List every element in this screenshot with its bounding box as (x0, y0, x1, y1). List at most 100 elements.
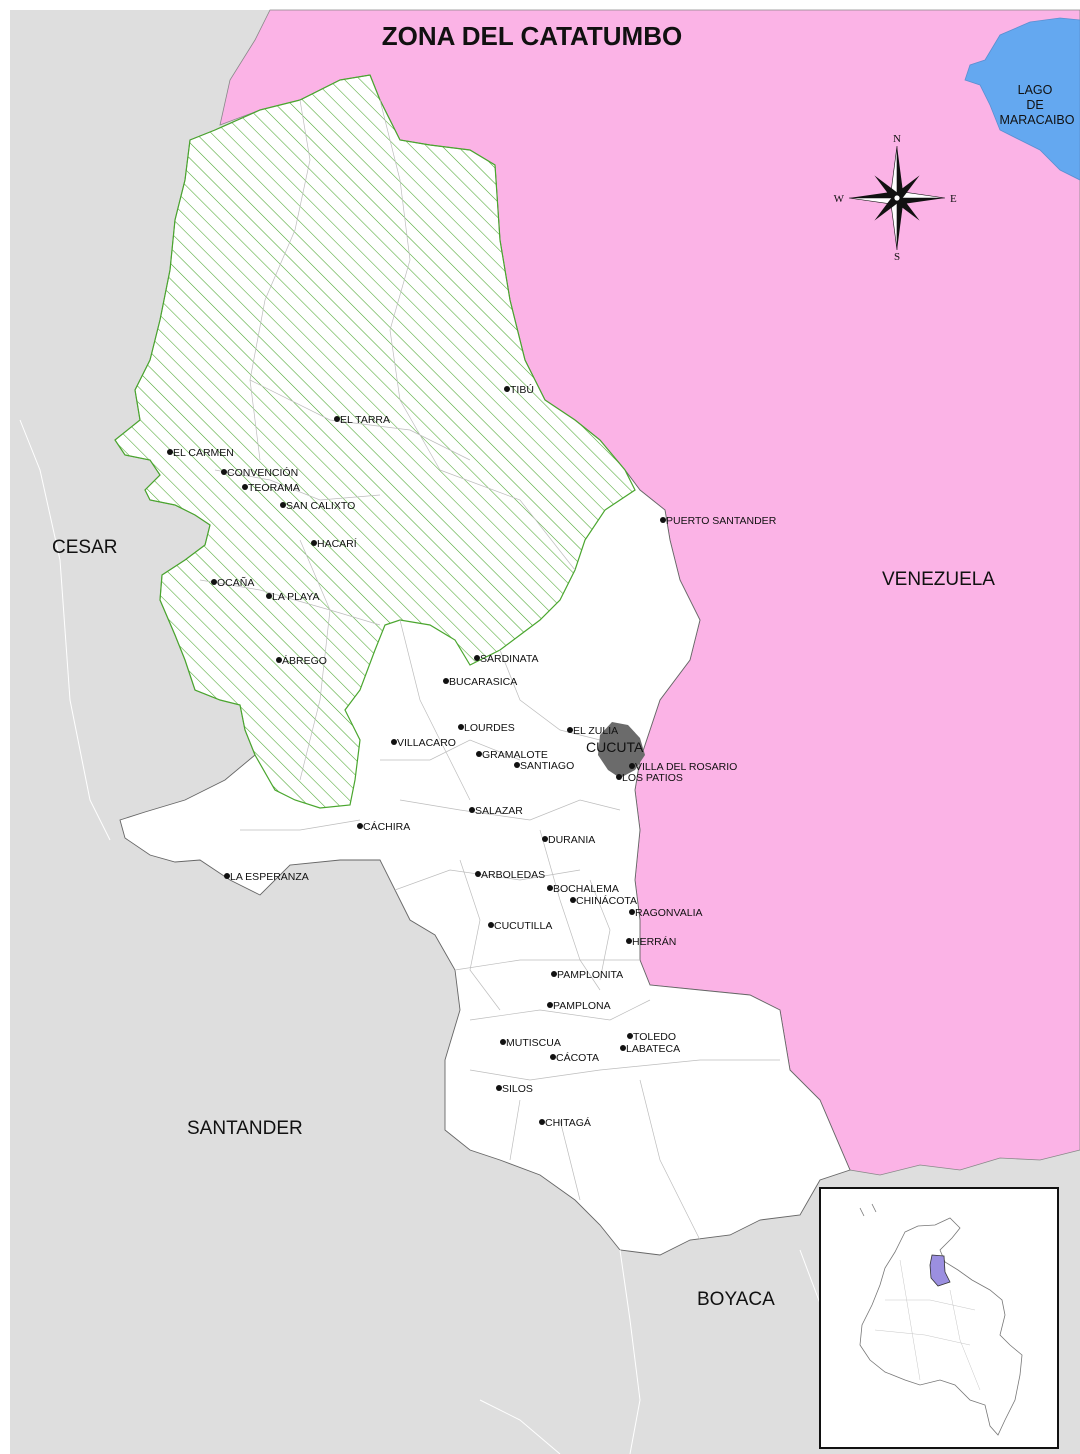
town-label-pamplonita: PAMPLONITA (557, 969, 623, 981)
map-title: ZONA DEL CATATUMBO (382, 21, 682, 51)
inset-internal-lines (874, 1259, 981, 1391)
town-label-mutiscua: MUTISCUA (506, 1037, 561, 1049)
town-dot-villacaro (391, 739, 397, 745)
municipal-boundaries (199, 99, 780, 1241)
town-dot-salazar (469, 807, 475, 813)
town-dot-tibu (504, 386, 510, 392)
town-dot-pamplona (547, 1002, 553, 1008)
lake-label-line1: LAGO (1018, 83, 1053, 97)
town-label-bucarasica: BUCARASICA (449, 676, 517, 688)
town-dot-arboledas (475, 871, 481, 877)
town-label-cacota: CÁCOTA (556, 1051, 599, 1064)
town-markers: TIBÚ EL TARRA EL CARMEN CONVENCIÓN TEORAMA SA… (167, 383, 777, 1129)
town-dot-convencion (221, 469, 227, 475)
town-label-chinacota: CHINÁCOTA (576, 894, 637, 907)
town-label-cucutilla: CUCUTILLA (494, 920, 552, 932)
region-label-venezuela: VENEZUELA (882, 569, 995, 590)
town-dot-cachira (357, 823, 363, 829)
town-label-convencion: CONVENCIÓN (227, 466, 298, 479)
lake-label-line2: DE (1026, 98, 1043, 112)
lake-label-line3: MARACAIBO (999, 113, 1074, 127)
town-label-villacaro: VILLACARO (397, 737, 456, 749)
town-label-labateca: LABATECA (626, 1043, 680, 1055)
town-dot-lourdes (458, 724, 464, 730)
town-dot-ragonvalia (629, 909, 635, 915)
town-label-chitaga: CHITAGÁ (545, 1116, 591, 1129)
region-label-santander: SANTANDER (187, 1118, 303, 1139)
compass-s: S (894, 251, 900, 263)
town-label-santiago: SANTIAGO (520, 760, 574, 772)
town-dot-la-esperanza (224, 873, 230, 879)
catatumbo-zone (114, 74, 636, 809)
town-dot-el-carmen (167, 449, 173, 455)
town-dot-herran (626, 938, 632, 944)
town-label-villa-del-rosario: VILLA DEL ROSARIO (635, 761, 737, 773)
town-label-durania: DURANIA (548, 834, 595, 846)
compass-n: N (893, 133, 901, 145)
town-label-puerto-santander: PUERTO SANTANDER (666, 515, 777, 527)
town-label-teorama: TEORAMA (248, 482, 300, 494)
town-dot-la-playa (266, 593, 272, 599)
town-dot-puerto-santander (660, 517, 666, 523)
town-dot-toledo (627, 1033, 633, 1039)
town-dot-mutiscua (500, 1039, 506, 1045)
town-label-gramalote: GRAMALOTE (482, 749, 548, 761)
city-label-cucuta: CUCUTA (586, 739, 644, 755)
town-dot-chinacota (570, 897, 576, 903)
town-dot-bochalema (547, 885, 553, 891)
inset-islands (859, 1203, 877, 1217)
town-label-bochalema: BOCHALEMA (553, 883, 619, 895)
compass-rose-icon: N S W E (834, 133, 957, 263)
compass-e: E (950, 193, 957, 205)
town-label-la-esperanza: LA ESPERANZA (230, 871, 309, 883)
town-dot-el-zulia (567, 727, 573, 733)
town-label-el-carmen: EL CARMEN (173, 447, 234, 459)
town-label-sardinata: SARDINATA (480, 653, 539, 665)
inset-colombia-outline (859, 1217, 1023, 1436)
town-dot-durania (542, 836, 548, 842)
lago-maracaibo (964, 17, 1080, 181)
town-dot-bucarasica (443, 678, 449, 684)
town-label-san-calixto: SAN CALIXTO (286, 500, 355, 512)
town-label-abrego: ÁBREGO (282, 654, 327, 667)
town-label-los-patios: LOS PATIOS (622, 772, 683, 784)
town-dot-ocana (211, 579, 217, 585)
town-dot-san-calixto (280, 502, 286, 508)
town-label-toledo: TOLEDO (633, 1031, 676, 1043)
town-dot-villa-del-rosario (629, 763, 635, 769)
town-label-cachira: CÁCHIRA (363, 820, 410, 833)
town-label-arboledas: ARBOLEDAS (481, 869, 545, 881)
town-dot-pamplonita (551, 971, 557, 977)
town-dot-gramalote (476, 751, 482, 757)
town-dot-abrego (276, 657, 282, 663)
town-dot-hacari (311, 540, 317, 546)
town-dot-santiago (514, 762, 520, 768)
town-dot-los-patios (616, 774, 622, 780)
town-label-herran: HERRÁN (632, 935, 676, 948)
town-label-ocana: OCAÑA (217, 576, 254, 589)
town-dot-chitaga (539, 1119, 545, 1125)
town-dot-labateca (620, 1045, 626, 1051)
town-dot-cacota (550, 1054, 556, 1060)
inset-locator-map (819, 1187, 1059, 1449)
town-dot-sardinata (474, 655, 480, 661)
region-label-boyaca: BOYACA (697, 1289, 775, 1310)
inset-department-highlight (929, 1254, 951, 1287)
town-label-lourdes: LOURDES (464, 722, 515, 734)
town-dot-el-tarra (334, 416, 340, 422)
town-dot-teorama (242, 484, 248, 490)
town-dot-cucutilla (488, 922, 494, 928)
compass-w: W (834, 193, 845, 205)
town-label-hacari: HACARÍ (317, 537, 357, 550)
town-label-ragonvalia: RAGONVALIA (635, 907, 703, 919)
town-dot-silos (496, 1085, 502, 1091)
town-label-pamplona: PAMPLONA (553, 1000, 611, 1012)
town-label-silos: SILOS (502, 1083, 533, 1095)
town-label-el-zulia: EL ZULIA (573, 725, 618, 737)
town-label-tibu: TIBÚ (510, 383, 534, 396)
town-label-el-tarra: EL TARRA (340, 414, 390, 426)
town-label-la-playa: LA PLAYA (272, 591, 319, 603)
town-label-salazar: SALAZAR (475, 805, 523, 817)
region-label-cesar: CESAR (52, 537, 117, 558)
